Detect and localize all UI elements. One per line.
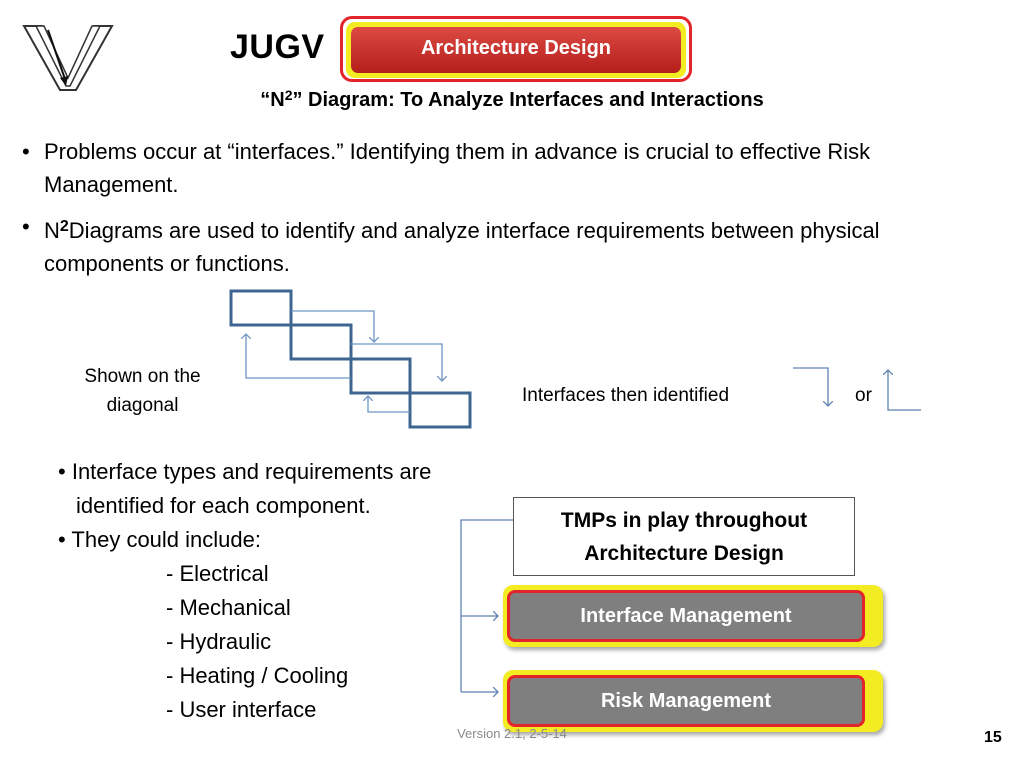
- sub-bullet-2: • They could include:: [58, 527, 261, 552]
- sub-bullet-text: They could include:: [71, 527, 261, 552]
- subtitle-suffix: ” Diagram: To Analyze Interfaces and Int…: [292, 89, 764, 111]
- n2-box-4: [408, 391, 472, 429]
- n2-box-1: [229, 289, 293, 327]
- interface-arrow-down-2: [351, 343, 442, 381]
- interface-types-list: • Interface types and requirements are i…: [58, 455, 431, 727]
- bullet-interfaces: • Problems occur at “interfaces.” Identi…: [22, 135, 1002, 201]
- sub-bullet-1: • Interface types and requirements are: [58, 459, 432, 484]
- slide-subtitle: “N2” Diagram: To Analyze Interfaces and …: [0, 87, 1024, 112]
- page-number: 15: [984, 729, 1002, 746]
- bullet-text: N2Diagrams are used to identify and anal…: [44, 210, 1002, 280]
- or-label: or: [855, 385, 872, 406]
- bullet-dot: •: [22, 139, 30, 164]
- bullet-superscript: 2: [59, 218, 69, 235]
- legend-arrow-down: [793, 367, 828, 406]
- interface-arrow-up-1: [246, 334, 351, 379]
- interface-arrow-up-2: [368, 396, 410, 413]
- architecture-design-button[interactable]: Architecture Design: [351, 27, 681, 73]
- n2-box-2: [289, 323, 353, 361]
- subtitle-prefix: “N: [260, 89, 285, 111]
- interface-arrow-down-1: [291, 310, 374, 342]
- risk-management-button[interactable]: Risk Management: [507, 675, 865, 727]
- tmp-connector-line: [460, 519, 513, 692]
- sub-bullet-1-cont: identified for each component.: [76, 493, 371, 518]
- jugv-logo-icon: [22, 25, 114, 91]
- list-item: - Electrical: [166, 561, 269, 586]
- bullet-n-letter: N: [44, 218, 60, 243]
- bullet-body: Diagrams are used to identify and analyz…: [44, 218, 880, 276]
- list-item: - Hydraulic: [166, 629, 272, 654]
- subtitle-superscript: 2: [284, 87, 293, 103]
- brand-title: JUGV: [230, 28, 325, 66]
- bullet-text: Problems occur at “interfaces.” Identify…: [44, 139, 871, 197]
- list-item: - User interface: [166, 697, 317, 722]
- version-label: Version 2.1, 2-5-14: [457, 726, 567, 741]
- tmp-title-box: TMPs in play throughout Architecture Des…: [513, 497, 855, 576]
- list-item: - Mechanical: [166, 595, 291, 620]
- bullet-n2-diagrams: • N2Diagrams are used to identify and an…: [22, 210, 1002, 280]
- n2-box-3: [349, 357, 412, 395]
- bullet-dot: •: [22, 214, 30, 239]
- list-item: - Heating / Cooling: [166, 663, 349, 688]
- interfaces-identified-label: Interfaces then identified: [522, 385, 730, 406]
- interface-management-button[interactable]: Interface Management: [507, 590, 865, 642]
- sub-bullet-text: Interface types and requirements are: [71, 459, 432, 484]
- legend-arrow-up: [888, 370, 921, 411]
- shown-on-diagonal-label: Shown on the diagonal: [84, 366, 201, 416]
